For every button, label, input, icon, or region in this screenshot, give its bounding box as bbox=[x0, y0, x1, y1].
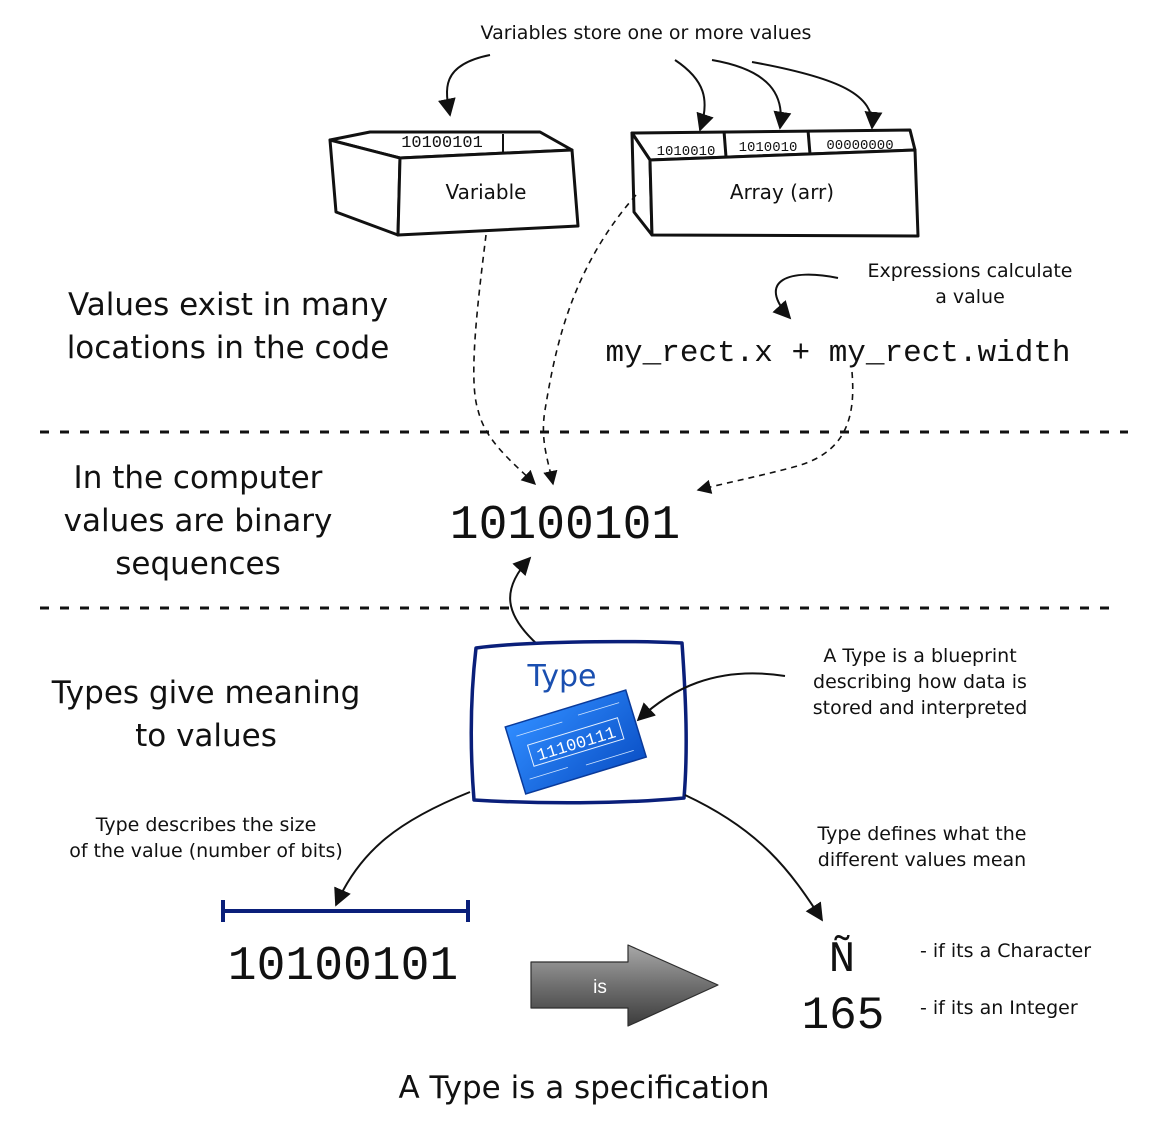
integer-value: 165 bbox=[802, 990, 885, 1042]
expressions-caption-line-2: a value bbox=[935, 286, 1005, 308]
variable-label: Variable bbox=[446, 180, 527, 204]
dashed-arrow-expression-to-binary bbox=[696, 371, 854, 494]
arrow-caption-to-array-1 bbox=[674, 59, 714, 132]
values-exist-line-1: Values exist in many bbox=[68, 287, 388, 323]
is-label: is bbox=[593, 977, 607, 998]
size-caption-line-1: Type describes the size bbox=[95, 814, 317, 836]
arrow-type-to-meaning bbox=[684, 794, 823, 922]
arrow-caption-to-variable bbox=[437, 54, 491, 117]
binary-value-center: 10100101 bbox=[450, 499, 680, 553]
variable-box: 10100101 Variable bbox=[328, 130, 580, 237]
array-label: Array (arr) bbox=[730, 180, 834, 204]
variable-bits: 10100101 bbox=[401, 134, 483, 153]
types-caption-line-2: to values bbox=[135, 718, 277, 754]
expressions-caption-line-1: Expressions calculate bbox=[868, 260, 1073, 282]
array-cell-2: 1010010 bbox=[739, 140, 798, 156]
character-value: Ñ bbox=[829, 934, 855, 985]
blueprint-image: 11100111 bbox=[504, 689, 648, 795]
array-cell-3: 00000000 bbox=[826, 138, 893, 154]
blueprint-caption-line-1: A Type is a blueprint bbox=[823, 645, 1016, 667]
character-caption: - if its a Character bbox=[920, 940, 1091, 962]
computer-caption-line-2: values are binary bbox=[64, 503, 333, 539]
computer-caption-line-3: sequences bbox=[115, 546, 281, 582]
arrow-blueprint-caption bbox=[636, 672, 786, 722]
types-caption-line-1: Types give meaning bbox=[51, 675, 361, 711]
array-box: 1010010 1010010 00000000 Array (arr) bbox=[630, 128, 920, 238]
top-caption: Variables store one or more values bbox=[481, 22, 812, 44]
size-bracket bbox=[221, 900, 470, 922]
arrow-type-to-size bbox=[334, 791, 471, 907]
blueprint-caption-line-2: describing how data is bbox=[813, 671, 1027, 693]
is-arrow: is bbox=[530, 944, 719, 1027]
defines-caption-line-2: different values mean bbox=[818, 849, 1026, 871]
arrow-caption-to-array-2 bbox=[711, 59, 792, 130]
arrow-type-to-binary bbox=[509, 556, 539, 646]
dashed-arrow-variable-to-binary bbox=[473, 234, 537, 485]
type-card: Type 11100111 bbox=[469, 639, 688, 805]
type-card-title: Type bbox=[527, 659, 597, 694]
blueprint-caption-line-3: stored and interpreted bbox=[813, 697, 1028, 719]
defines-caption-line-1: Type defines what the bbox=[817, 823, 1027, 845]
footer-caption: A Type is a specification bbox=[398, 1070, 769, 1106]
integer-caption: - if its an Integer bbox=[920, 997, 1078, 1019]
dashed-arrow-array-to-binary bbox=[542, 194, 637, 486]
size-caption-line-2: of the value (number of bits) bbox=[69, 840, 343, 862]
binary-value-bottom: 10100101 bbox=[228, 940, 458, 994]
expression-code: my_rect.x + my_rect.width bbox=[605, 336, 1070, 371]
computer-caption-line-1: In the computer bbox=[74, 460, 323, 496]
array-cell-1: 1010010 bbox=[657, 144, 716, 160]
arrow-caption-to-array-3 bbox=[751, 61, 883, 130]
arrow-expressions-caption bbox=[772, 273, 839, 320]
values-exist-line-2: locations in the code bbox=[67, 330, 390, 366]
